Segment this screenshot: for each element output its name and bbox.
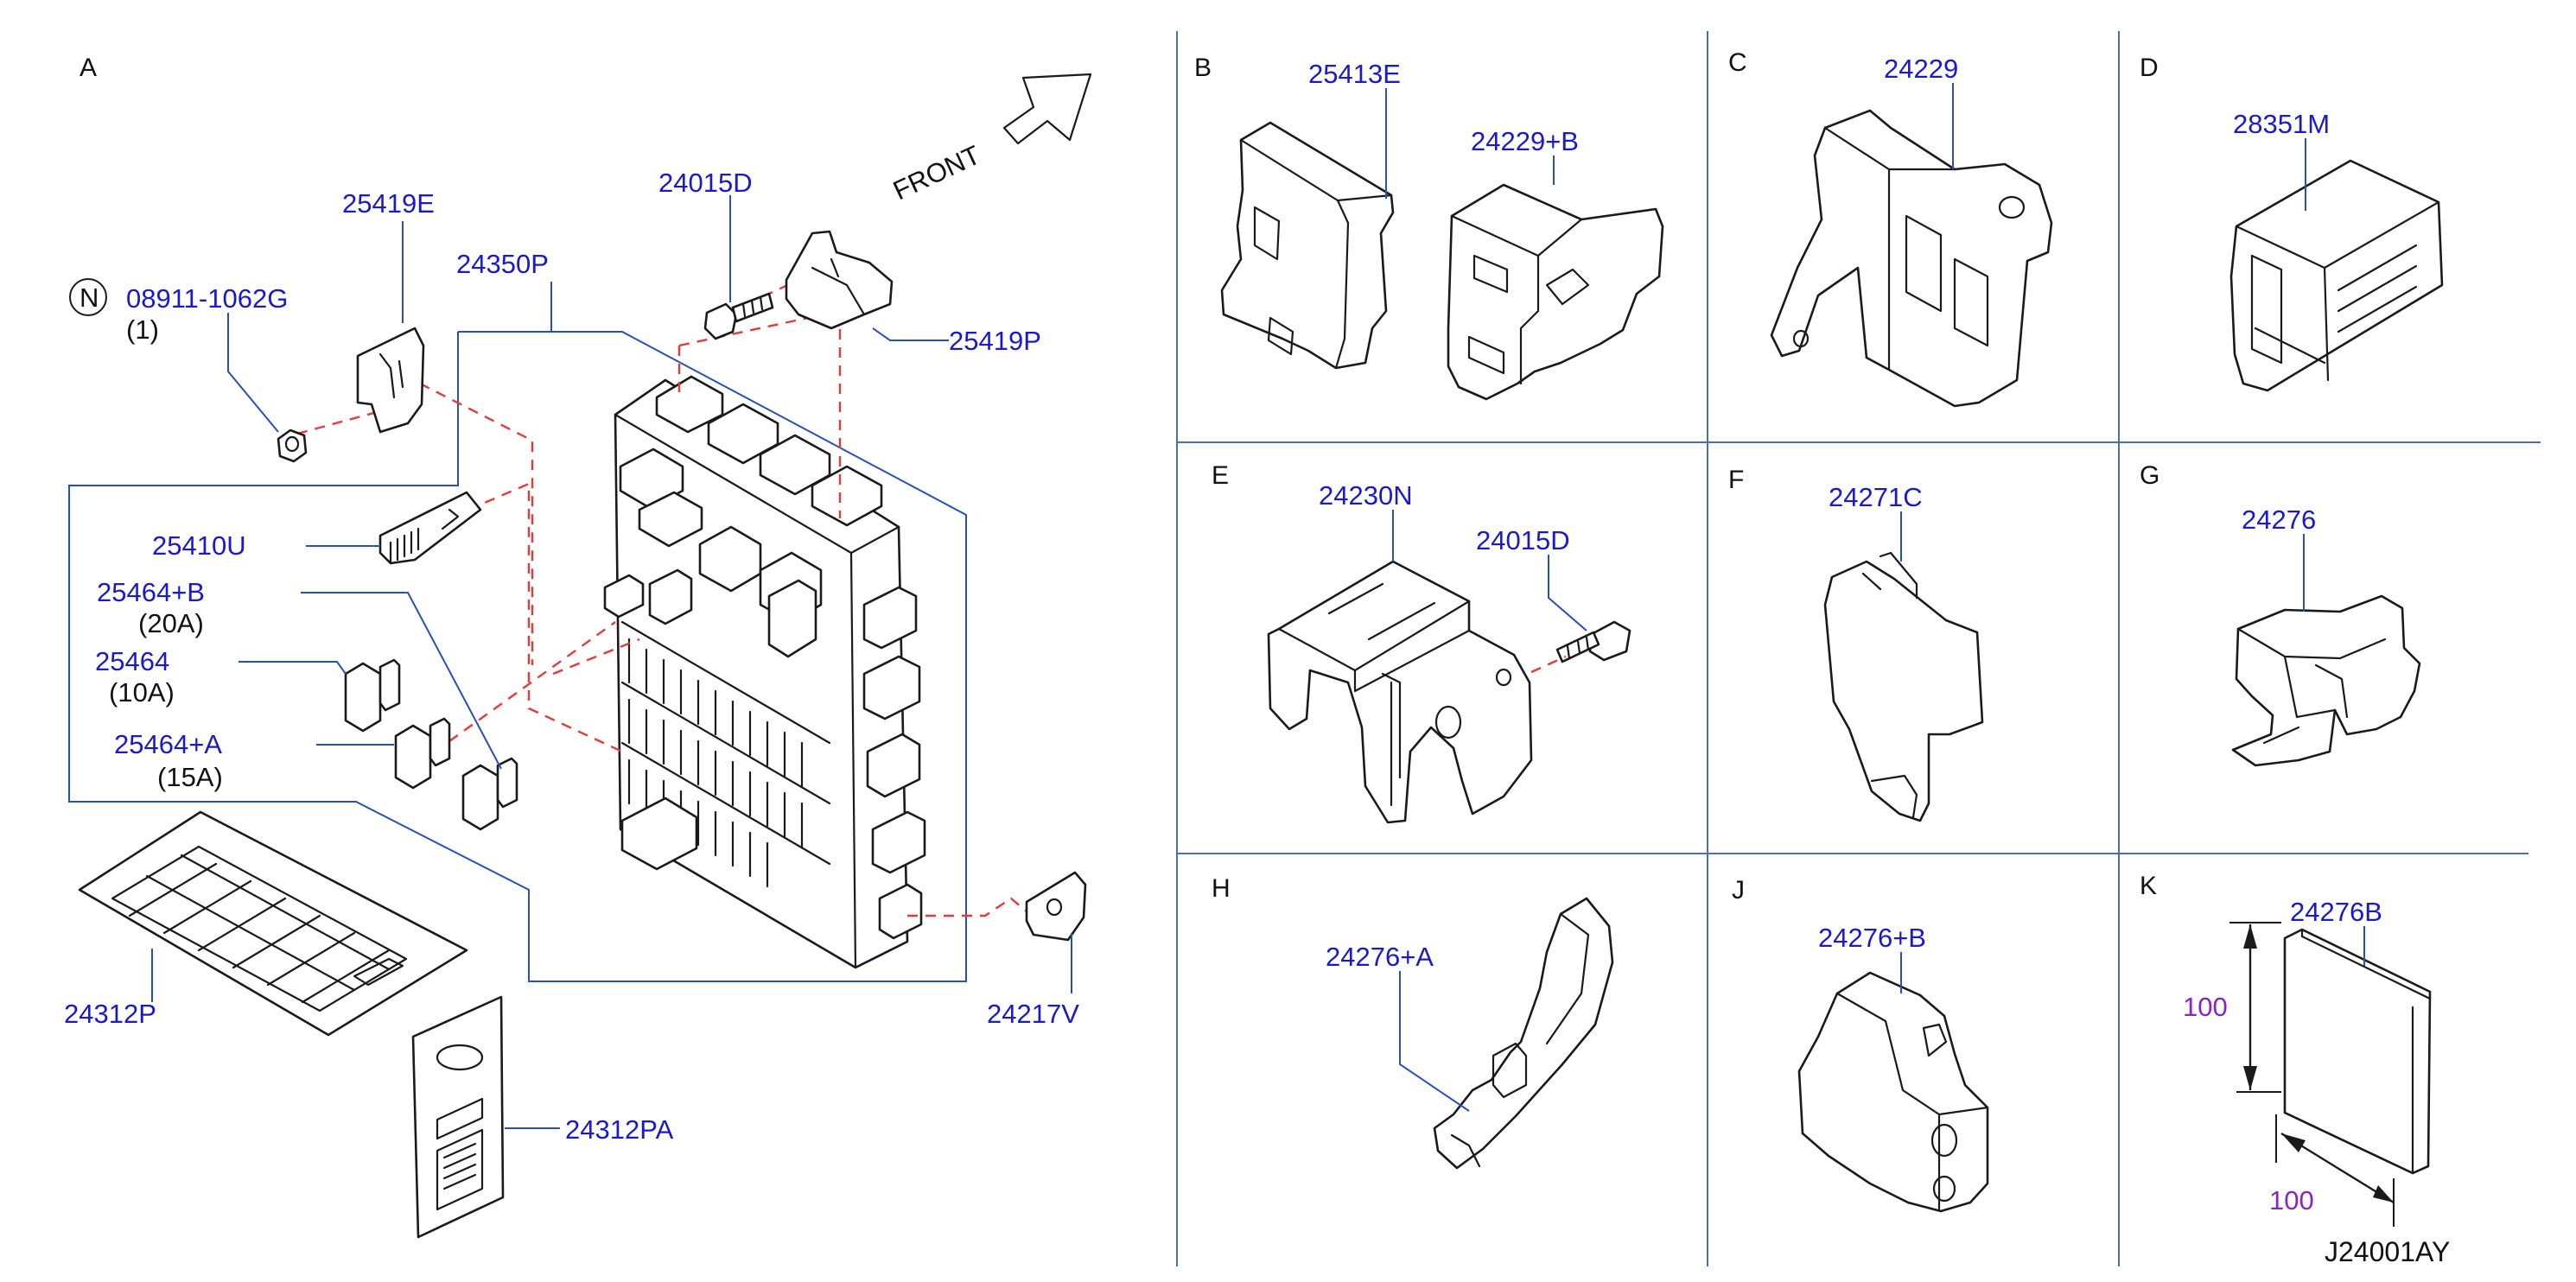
part-24312PA: 24312PA — [565, 1114, 674, 1145]
bracket-25413E-illustration — [1220, 121, 1395, 370]
assembly-hidden-lines — [296, 280, 1033, 917]
part-25464: 25464 — [95, 646, 169, 676]
section-e-hidden-line — [1530, 655, 1567, 674]
part-28351M: 28351M — [2233, 109, 2330, 139]
qty-08911-1062G: (1) — [126, 314, 159, 345]
bracket-24229B-illustration — [1447, 183, 1664, 401]
part-24350P: 24350P — [456, 249, 549, 279]
section-h-letter: H — [1212, 874, 1231, 903]
bracket-24276B-plus-illustration — [1797, 971, 1989, 1213]
fusebox-assembly-frame — [68, 331, 967, 982]
front-label: FRONT — [888, 139, 985, 206]
dimension-width: 100 — [2269, 1185, 2314, 1215]
bolt-24015D-e-illustration — [1555, 620, 1631, 663]
section-h-leader — [1399, 971, 1470, 1112]
section-b-leaders — [1385, 88, 1555, 199]
fuse-15A-illustration — [394, 717, 451, 790]
clip-25419P-illustration — [785, 230, 894, 330]
section-c-letter: C — [1728, 48, 1747, 77]
fuse-10A-illustration — [344, 658, 401, 733]
section-a-leaders — [151, 195, 1072, 1129]
fuse-puller-illustration — [378, 491, 482, 565]
part-24230N: 24230N — [1319, 480, 1413, 511]
part-25413E: 25413E — [1308, 59, 1401, 89]
section-k-letter: K — [2140, 872, 2157, 900]
section-a-letter: A — [80, 54, 97, 82]
part-24229-b: 24229+B — [1471, 126, 1579, 156]
section-grid — [1176, 31, 2541, 1266]
bracket-24276A-illustration — [1433, 897, 1614, 1170]
label-sheet-24312P-illustration — [78, 810, 468, 1037]
part-24276B: 24276B — [2290, 897, 2382, 927]
dimension-height: 100 — [2183, 992, 2228, 1022]
part-25419E: 25419E — [342, 188, 435, 219]
part-25464-a: 25464+A — [114, 729, 222, 759]
bracket-24229-illustration — [1770, 109, 2053, 408]
bracket-24276-illustration — [2231, 594, 2421, 767]
part-24312P: 24312P — [64, 999, 156, 1029]
nut-symbol-circle — [69, 278, 107, 316]
pad-24276B-illustration — [2283, 928, 2432, 1175]
section-f-letter: F — [1728, 466, 1744, 494]
fuse-box-illustration — [603, 375, 926, 969]
clip-25419E-illustration — [356, 327, 425, 434]
section-j-letter: J — [1732, 876, 1745, 904]
section-e-letter: E — [1212, 461, 1229, 490]
section-e-leaders — [1392, 510, 1587, 631]
nut-illustration — [277, 428, 308, 463]
amp-25464-b: (20A) — [138, 608, 204, 638]
section-a-callouts: N 08911-1062G (1) 25419E 24350P 24015D 2… — [64, 168, 1079, 1145]
relay-block-28351M-illustration — [2229, 159, 2444, 392]
part-24276: 24276 — [2242, 505, 2316, 535]
part-25410U: 25410U — [152, 530, 246, 561]
part-25464-b: 25464+B — [97, 577, 205, 607]
nut-symbol: N — [80, 282, 99, 313]
part-08911-1062G: 08911-1062G — [126, 283, 288, 314]
label-tag-24312PA-illustration — [411, 995, 505, 1239]
cover-24271C-illustration — [1823, 551, 1984, 822]
part-24015D-a: 24015D — [658, 168, 753, 198]
section-letters: A B C D E F G H J K — [80, 48, 2159, 904]
section-b-letter: B — [1194, 54, 1212, 82]
amp-25464-a: (15A) — [157, 762, 223, 792]
bracket-24217V-illustration — [1025, 871, 1087, 942]
part-24229: 24229 — [1884, 54, 1958, 84]
part-24276-a: 24276+A — [1326, 942, 1434, 972]
bracket-24230N-illustration — [1267, 560, 1533, 824]
front-direction-arrow: FRONT — [888, 73, 1092, 206]
section-g-letter: G — [2140, 461, 2159, 490]
fuse-20A-illustration — [461, 757, 518, 831]
part-24276-b-plus: 24276+B — [1818, 923, 1926, 953]
section-d-letter: D — [2140, 54, 2159, 82]
part-24271C: 24271C — [1829, 482, 1923, 512]
bolt-24015D-illustration — [703, 292, 774, 340]
dimension-lines — [2229, 922, 2395, 1227]
diagram-reference: J24001AY — [2325, 1236, 2450, 1267]
amp-25464: (10A) — [109, 677, 175, 708]
part-25419P: 25419P — [949, 326, 1041, 356]
part-24217V: 24217V — [987, 999, 1079, 1029]
part-24015D-e: 24015D — [1476, 525, 1570, 555]
